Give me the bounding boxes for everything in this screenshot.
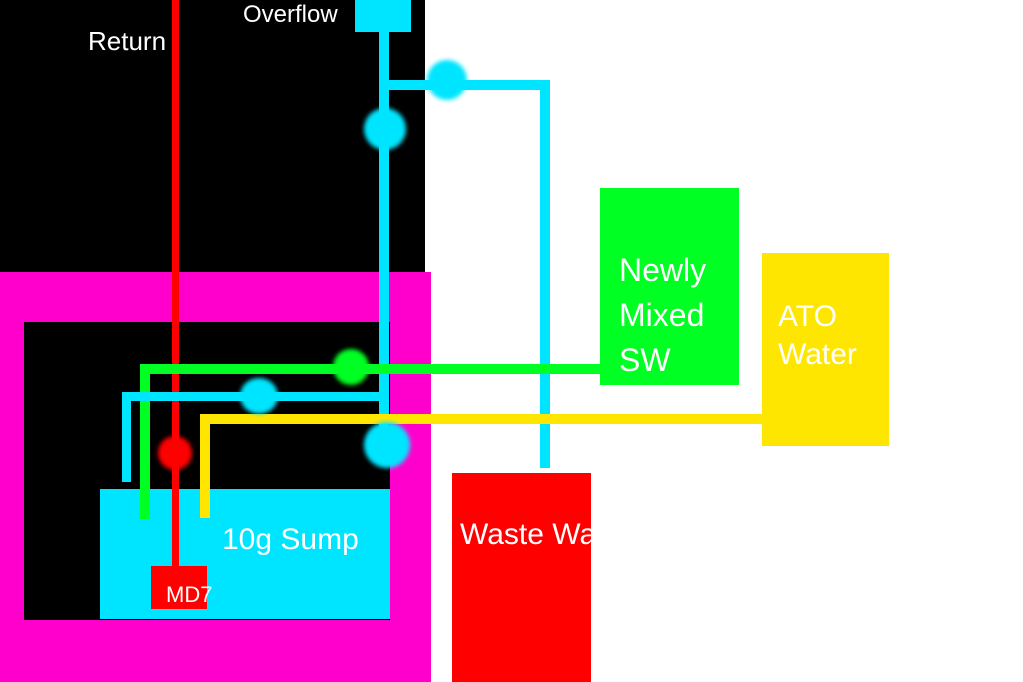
saltwater-line-vertical: [140, 364, 150, 519]
waste-water-container: [452, 473, 591, 682]
valve-return-line: [158, 436, 192, 470]
ato-water-label: ATO Water: [778, 300, 857, 371]
display-tank: [0, 0, 425, 272]
waste-line-horizontal: [384, 80, 550, 90]
valve-transfer-line: [240, 378, 278, 414]
overflow-downpipe: [379, 28, 389, 458]
waste-line-vertical: [540, 80, 550, 468]
saltwater-line-horizontal: [140, 364, 605, 374]
md7-pump: [151, 566, 207, 609]
new-saltwater-label: Newly Mixed SW: [619, 252, 707, 378]
valve-waste-line: [427, 60, 467, 100]
transfer-line-vertical: [122, 392, 131, 482]
ato-water-container: [762, 253, 889, 446]
overflow-label: Overflow: [243, 1, 338, 28]
sump-label: 10g Sump: [222, 523, 359, 556]
return-line: [172, 0, 179, 570]
valve-overflow-upper: [364, 108, 406, 150]
valve-saltwater-line: [333, 349, 369, 385]
valve-overflow-lower: [364, 422, 410, 468]
ato-line-vertical: [200, 414, 210, 518]
pump-label: MD7: [166, 582, 213, 607]
ato-line-horizontal: [200, 414, 765, 424]
new-saltwater-container: [600, 188, 739, 385]
overflow-box: [355, 0, 411, 32]
waste-water-label: Waste Water: [460, 518, 632, 551]
return-label: Return: [88, 26, 167, 56]
